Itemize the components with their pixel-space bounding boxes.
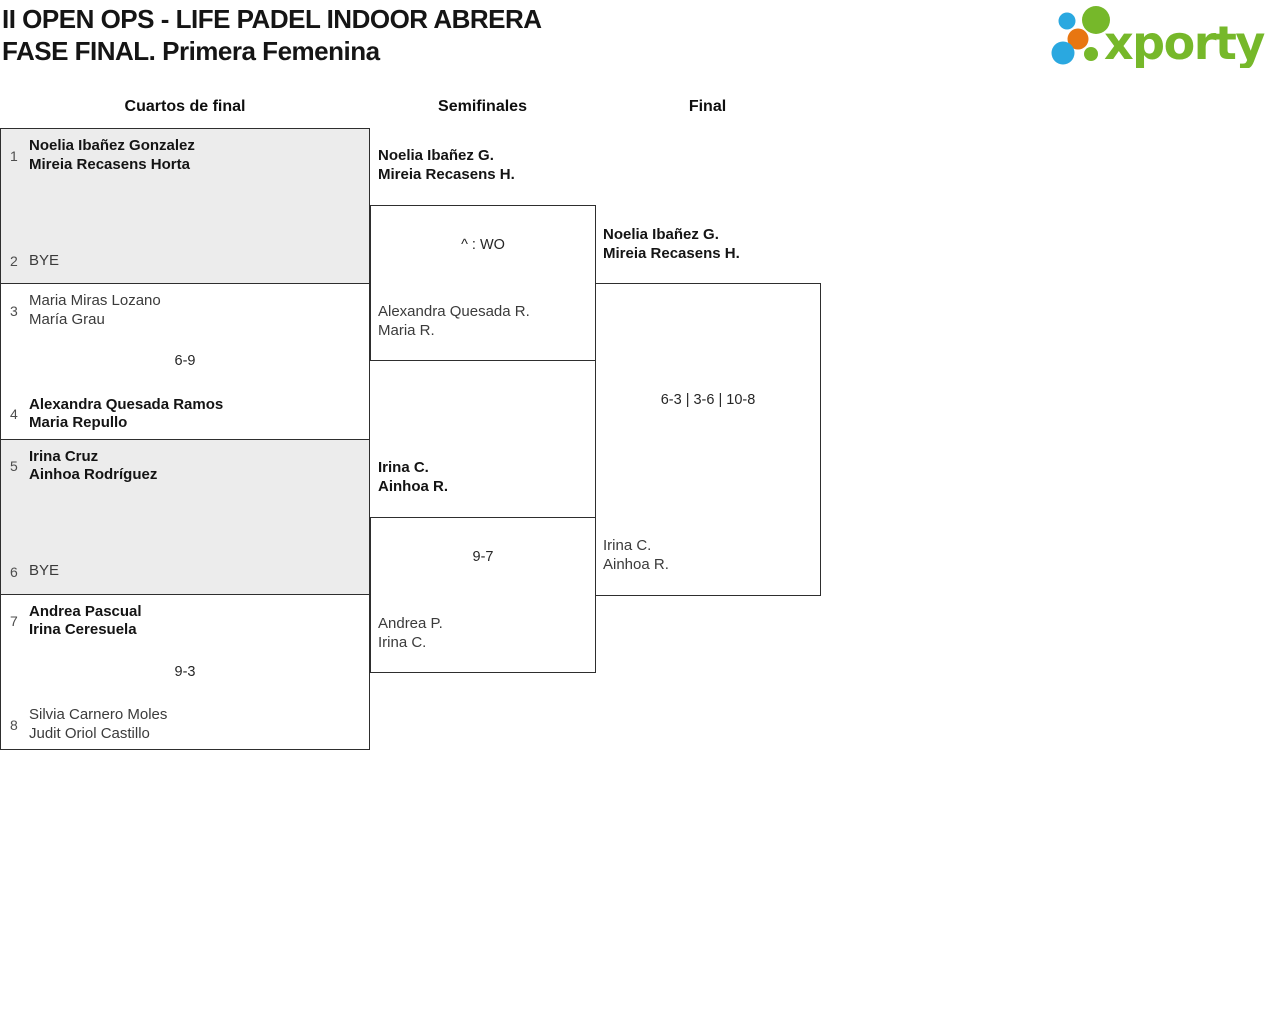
player-name: Mireia Recasens Horta xyxy=(29,155,190,173)
final-match-box xyxy=(595,283,821,596)
qf3-bottom-team: 6 BYE xyxy=(1,562,369,581)
player-name: Ainhoa R. xyxy=(603,555,669,573)
player-name: Mireia Recasens H. xyxy=(603,244,740,262)
page-title: II OPEN OPS - LIFE PADEL INDOOR ABRERA F… xyxy=(2,3,542,67)
sf2-bottom-team: Andrea P. Irina C. xyxy=(378,615,443,652)
player-name: Noelia Ibañez G. xyxy=(603,226,719,243)
phase-category: FASE FINAL. Primera Femenina xyxy=(2,36,380,66)
team-names: Irina Cruz Ainhoa Rodríguez xyxy=(29,448,157,485)
sf1-score: ^ : WO xyxy=(461,237,505,253)
sf2-top-team: Irina C. Ainhoa R. xyxy=(378,459,448,496)
player-name: Mireia Recasens H. xyxy=(378,165,515,183)
team-names: Andrea Pascual Irina Ceresuela xyxy=(29,603,142,640)
qf4-bottom-team: 8 Silvia Carnero Moles Judit Oriol Casti… xyxy=(1,706,369,743)
qf1-top-team: 1 Noelia Ibañez Gonzalez Mireia Recasens… xyxy=(1,137,369,174)
seed-number: 2 xyxy=(10,253,18,269)
qf-match-2: 3 Maria Miras Lozano María Grau 6-9 4 Al… xyxy=(1,283,369,438)
player-name: Irina Cruz xyxy=(29,447,99,465)
player-name: Maria Miras Lozano xyxy=(29,292,161,310)
player-name: Maria R. xyxy=(378,321,435,339)
seed-number: 6 xyxy=(10,563,18,580)
team-names: Alexandra Quesada Ramos Maria Repullo xyxy=(29,396,223,433)
seed-number: 7 xyxy=(10,613,18,630)
player-name: Andrea P. xyxy=(378,615,443,632)
player-name: Ainhoa Rodríguez xyxy=(29,466,158,483)
player-name: Irina C. xyxy=(378,633,427,651)
sf1-top-team: Noelia Ibañez G. Mireia Recasens H. xyxy=(378,147,515,184)
match-score: 6-9 xyxy=(174,353,196,370)
final-score: 6-3 | 3-6 | 10-8 xyxy=(660,392,756,408)
round-header-semifinals: Semifinales xyxy=(438,98,527,115)
player-name: María Grau xyxy=(29,310,105,328)
sf1-bottom-team: Alexandra Quesada R. Maria R. xyxy=(378,303,530,340)
quarterfinals-column: 1 Noelia Ibañez Gonzalez Mireia Recasens… xyxy=(0,128,370,750)
player-name: Andrea Pascual xyxy=(29,602,142,620)
final-bottom-team: Irina C. Ainhoa R. xyxy=(603,537,669,574)
player-name: Irina Ceresuela xyxy=(29,621,137,639)
team-names: BYE xyxy=(29,562,59,581)
player-name: BYE xyxy=(29,562,60,580)
player-name: Irina C. xyxy=(378,459,429,476)
seed-number: 1 xyxy=(10,147,18,164)
team-names: Maria Miras Lozano María Grau xyxy=(29,292,161,329)
team-names: Silvia Carnero Moles Judit Oriol Castill… xyxy=(29,706,167,743)
sf2-score: 9-7 xyxy=(472,549,494,565)
tournament-name: II OPEN OPS - LIFE PADEL INDOOR ABRERA xyxy=(2,4,542,34)
qf-match-3: 5 Irina Cruz Ainhoa Rodríguez 6 BYE xyxy=(1,438,369,594)
team-names: Noelia Ibañez Gonzalez Mireia Recasens H… xyxy=(29,137,195,174)
seed-number: 8 xyxy=(10,716,18,733)
xporty-wordmark: xporty xyxy=(1104,16,1265,68)
player-name: Noelia Ibañez Gonzalez xyxy=(29,137,195,154)
player-name: Noelia Ibañez G. xyxy=(378,147,494,164)
seed-number: 5 xyxy=(10,458,18,474)
qf-match-4: 7 Andrea Pascual Irina Ceresuela 9-3 8 S… xyxy=(1,593,369,749)
qf2-bottom-team: 4 Alexandra Quesada Ramos Maria Repullo xyxy=(1,396,369,433)
player-name: Maria Repullo xyxy=(29,414,128,431)
qf2-top-team: 3 Maria Miras Lozano María Grau xyxy=(1,292,369,329)
player-name: Ainhoa R. xyxy=(378,477,448,495)
qf3-top-team: 5 Irina Cruz Ainhoa Rodríguez xyxy=(1,448,369,485)
player-name: Alexandra Quesada Ramos xyxy=(29,395,224,413)
round-header-final: Final xyxy=(688,98,727,115)
qf-match-1: 1 Noelia Ibañez Gonzalez Mireia Recasens… xyxy=(1,129,369,284)
team-names: BYE xyxy=(29,252,59,271)
player-name: Silvia Carnero Moles xyxy=(29,706,168,723)
seed-number: 4 xyxy=(10,406,18,422)
xporty-logo[interactable]: xporty xyxy=(1038,2,1278,70)
xporty-logo-mark-icon: xporty xyxy=(1051,6,1267,70)
round-header-quarterfinals: Cuartos de final xyxy=(124,98,246,115)
qf4-top-team: 7 Andrea Pascual Irina Ceresuela xyxy=(1,603,369,640)
player-name: Irina C. xyxy=(603,537,652,554)
final-top-team: Noelia Ibañez G. Mireia Recasens H. xyxy=(603,226,740,263)
player-name: Alexandra Quesada R. xyxy=(378,303,530,320)
seed-number: 3 xyxy=(10,302,18,319)
qf1-bottom-team: 2 BYE xyxy=(1,252,369,271)
match-score: 9-3 xyxy=(174,663,196,680)
player-name: Judit Oriol Castillo xyxy=(29,724,150,742)
player-name: BYE xyxy=(29,251,60,269)
